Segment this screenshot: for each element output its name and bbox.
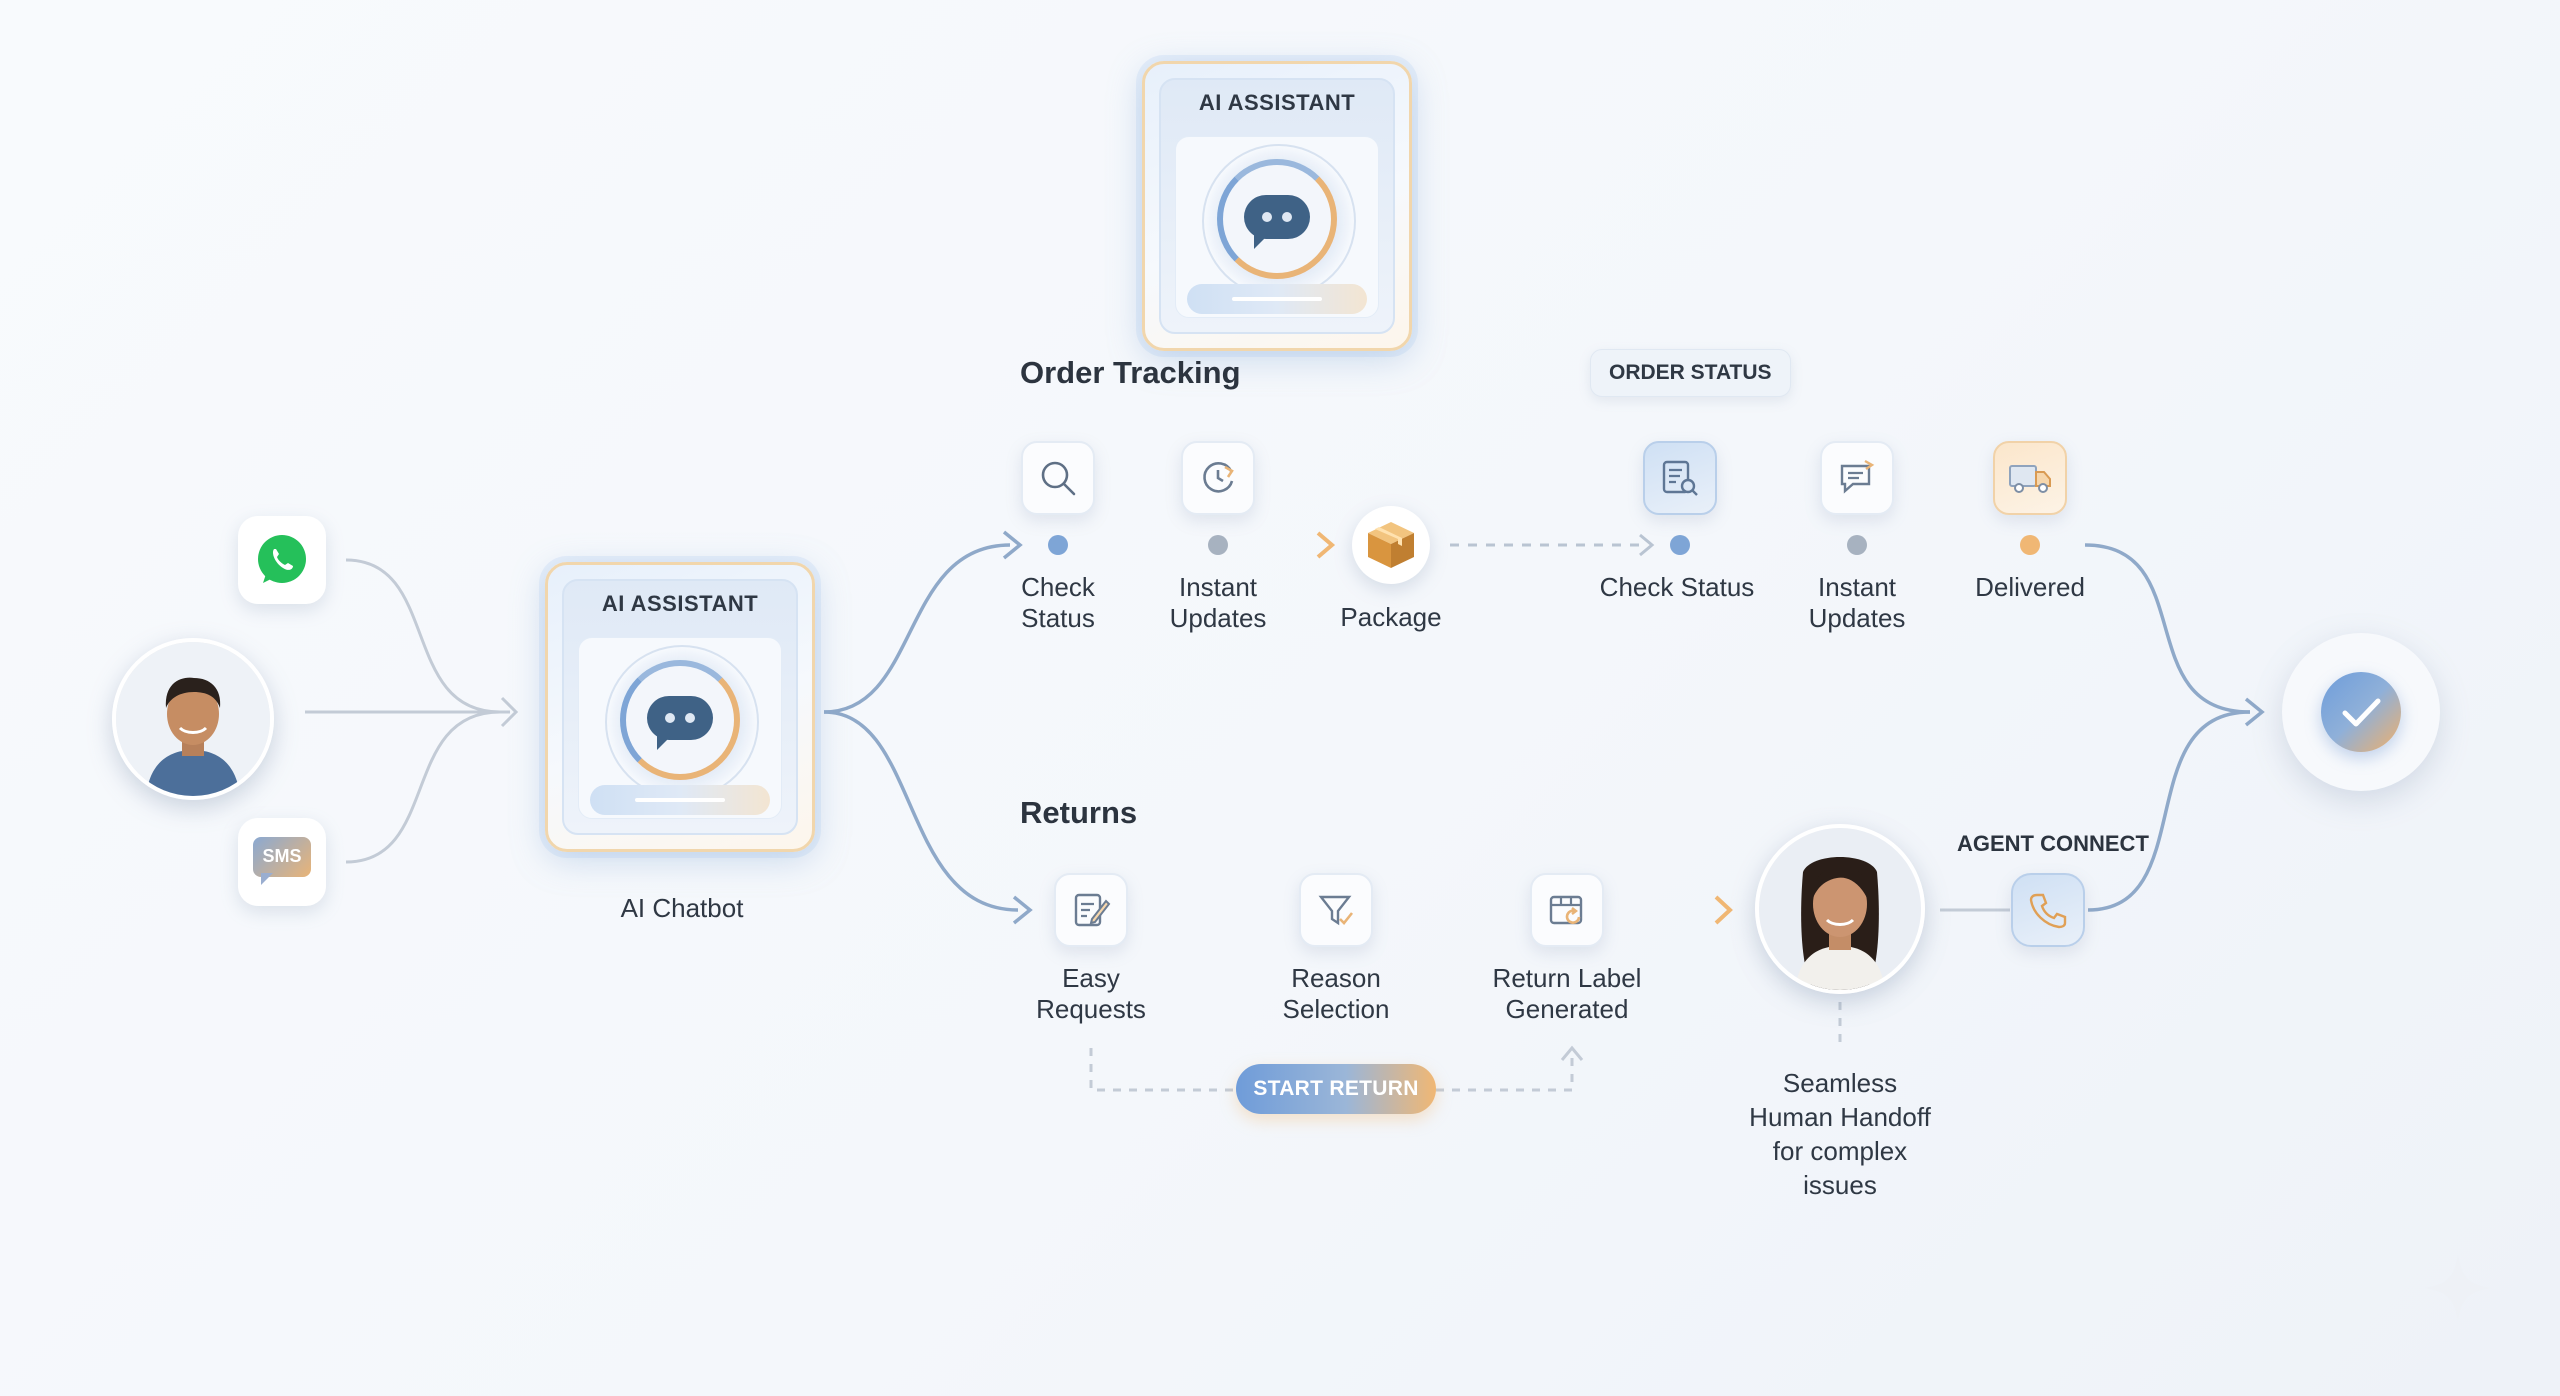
package-tile[interactable] — [1352, 506, 1430, 584]
status-updates-tile[interactable] — [1820, 441, 1894, 515]
whatsapp-icon — [258, 535, 306, 583]
edit-document-icon — [1074, 893, 1111, 927]
easy-requests-tile[interactable] — [1054, 873, 1128, 947]
package-icon — [1368, 522, 1414, 568]
package-label: Package — [1340, 602, 1442, 632]
status-check-node — [1670, 535, 1690, 555]
agent-connect-tile[interactable] — [2011, 873, 2085, 947]
filter-icon — [1318, 895, 1354, 926]
status-check-label: Check Status — [1599, 572, 1755, 602]
sms-connector — [345, 710, 501, 864]
start-return-button[interactable]: START RETURN — [1236, 1064, 1436, 1114]
chat-bubble-icon — [1244, 195, 1310, 249]
input-bar — [1187, 284, 1367, 314]
delivered-tile[interactable] — [1993, 441, 2067, 515]
whatsapp-connector — [345, 558, 501, 714]
sms-tile[interactable]: SMS — [238, 818, 326, 906]
top-ai-assistant-card[interactable]: AI ASSISTANT — [1142, 61, 1412, 351]
instant-updates-tile[interactable] — [1181, 441, 1255, 515]
check-status-node — [1048, 535, 1068, 555]
chat-bubble-icon — [647, 696, 713, 750]
order-tracking-title: Order Tracking — [1020, 355, 1241, 390]
phone-icon — [2029, 893, 2067, 929]
input-bar — [590, 785, 770, 815]
sparkle-icon — [2424, 1254, 2492, 1322]
ai-chatbot-card-title: AI ASSISTANT — [601, 591, 759, 616]
delivered-label: Delivered — [1975, 572, 2085, 602]
search-icon — [1041, 461, 1076, 496]
human-agent-avatar — [1755, 824, 1925, 994]
start-return-dashed-loop — [1089, 1048, 1574, 1092]
order-status-pill: ORDER STATUS — [1590, 349, 1791, 397]
delivery-truck-icon — [2009, 465, 2051, 493]
agent-connect-label: AGENT CONNECT — [1957, 831, 2149, 856]
refresh-clock-icon — [1203, 462, 1234, 493]
checkmark-icon — [2342, 698, 2381, 727]
tracking-to-done — [2084, 543, 2251, 714]
check-status-tile[interactable] — [1021, 441, 1095, 515]
return-label-tile[interactable] — [1530, 873, 1604, 947]
top-ai-assistant-title: AI ASSISTANT — [1198, 90, 1356, 115]
chat-arrow-icon — [1840, 459, 1875, 494]
branch-to-tracking — [823, 543, 1011, 714]
delivered-node — [2020, 535, 2040, 555]
sms-icon: SMS — [253, 837, 311, 887]
document-search-icon — [1662, 460, 1698, 496]
branch-to-returns — [823, 710, 1019, 912]
status-updates-node — [1847, 535, 1867, 555]
returns-title: Returns — [1020, 795, 1138, 830]
whatsapp-tile[interactable] — [238, 516, 326, 604]
ai-chatbot-card[interactable]: AI ASSISTANT — [545, 562, 815, 852]
reason-selection-tile[interactable] — [1299, 873, 1373, 947]
completion-badge[interactable] — [2282, 633, 2440, 791]
customer-avatar — [112, 638, 274, 800]
ai-chatbot-caption: AI Chatbot — [620, 893, 744, 923]
returns-to-done — [2087, 710, 2251, 912]
return-box-icon — [1549, 895, 1583, 925]
instant-updates-node — [1208, 535, 1228, 555]
status-check-tile[interactable] — [1643, 441, 1717, 515]
